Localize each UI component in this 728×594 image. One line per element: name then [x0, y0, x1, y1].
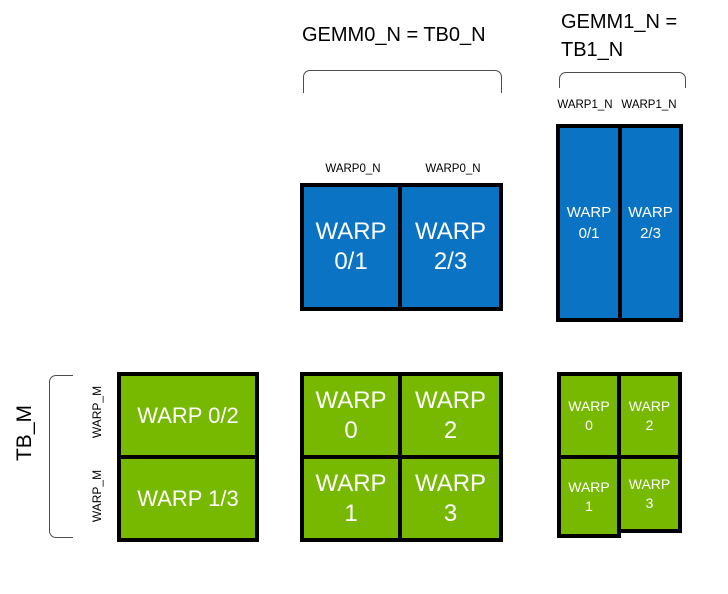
- gemm1-output-warp-3: WARP 3: [617, 455, 682, 533]
- warp-tile-line1: WARP: [315, 218, 387, 245]
- gemm1-output-warp-1: WARP 1: [557, 455, 621, 538]
- warp-tile-line1: WARP: [566, 204, 612, 221]
- warp-tile-line2: 3: [443, 499, 458, 527]
- warp0-n-label-right: WARP0_N: [425, 163, 481, 175]
- gemm0-warp-tile-01: WARP 0/1: [300, 183, 402, 311]
- gemm1-n-title-line2: TB1_N: [561, 39, 624, 61]
- warp-tile-line1: WARP: [414, 386, 487, 414]
- warp1-n-label-left: WARP1_N: [557, 99, 613, 111]
- warp-tile-line2: 2/3: [433, 248, 468, 275]
- tb-m-label: TB_M: [13, 405, 36, 462]
- warp-tile-line1: WARP: [315, 386, 387, 414]
- gemm0-warp-tile-23: WARP 2/3: [398, 183, 503, 311]
- warp-tile-line2: 2/3: [640, 225, 661, 242]
- gemm0-output-warp-2: WARP 2: [398, 372, 503, 459]
- gemm1-warp-tile-23: WARP 2/3: [618, 124, 683, 322]
- warp-m-label-bottom: WARP_M: [90, 469, 104, 523]
- gemm0-output-warp-1: WARP 1: [300, 455, 402, 542]
- warp-tile-line2: 0: [344, 416, 358, 444]
- warp-tile-line1: WARP: [568, 478, 610, 495]
- warp-m-label-top: WARP_M: [90, 385, 104, 439]
- tb-m-bracket: [49, 375, 73, 538]
- operand-warp-tile-02: WARP 0/2: [117, 372, 259, 459]
- warp-tile-line1: WARP: [315, 469, 387, 497]
- warp-tile-line1: WARP: [628, 476, 671, 492]
- warp-tile-line2: 3: [645, 495, 654, 511]
- warp-tile-line1: WARP 1/3: [137, 486, 239, 511]
- gemm1-output-warp-0: WARP 0: [557, 372, 621, 459]
- gemm1-n-title: GEMM1_N = TB1_N: [561, 8, 677, 64]
- warp-tile-line2: 1: [344, 499, 358, 527]
- warp0-n-label-left: WARP0_N: [325, 163, 381, 175]
- warp-tile-line2: 2: [443, 416, 458, 444]
- gemm1-warp-tile-01: WARP 0/1: [556, 124, 622, 322]
- warp1-n-label-right: WARP1_N: [621, 99, 677, 111]
- warp-tile-line2: 0/1: [578, 225, 600, 242]
- operand-warp-tile-13: WARP 1/3: [117, 455, 259, 542]
- gemm0-output-warp-0: WARP 0: [300, 372, 402, 459]
- gemm1-n-title-line1: GEMM1_N =: [561, 11, 678, 33]
- warp-tile-line2: 1: [585, 497, 593, 514]
- warp-tile-line1: WARP: [568, 397, 610, 414]
- warp-tile-line1: WARP: [414, 469, 487, 497]
- warp-tile-line1: WARP 0/2: [137, 403, 239, 428]
- warp-tile-line2: 0: [585, 416, 593, 433]
- warp-tile-line1: WARP: [628, 204, 673, 221]
- gemm1-n-bracket: [559, 72, 686, 88]
- gemm1-output-warp-2: WARP 2: [617, 372, 682, 459]
- warp-tile-line2: 2: [645, 416, 654, 433]
- gemm0-n-title: GEMM0_N = TB0_N: [302, 24, 486, 46]
- warp-tile-line2: 0/1: [334, 248, 368, 275]
- warp-tile-line1: WARP: [414, 218, 487, 245]
- warp-tile-line1: WARP: [628, 397, 671, 414]
- gemm0-n-bracket: [303, 70, 502, 93]
- gemm0-output-warp-3: WARP 3: [398, 455, 503, 542]
